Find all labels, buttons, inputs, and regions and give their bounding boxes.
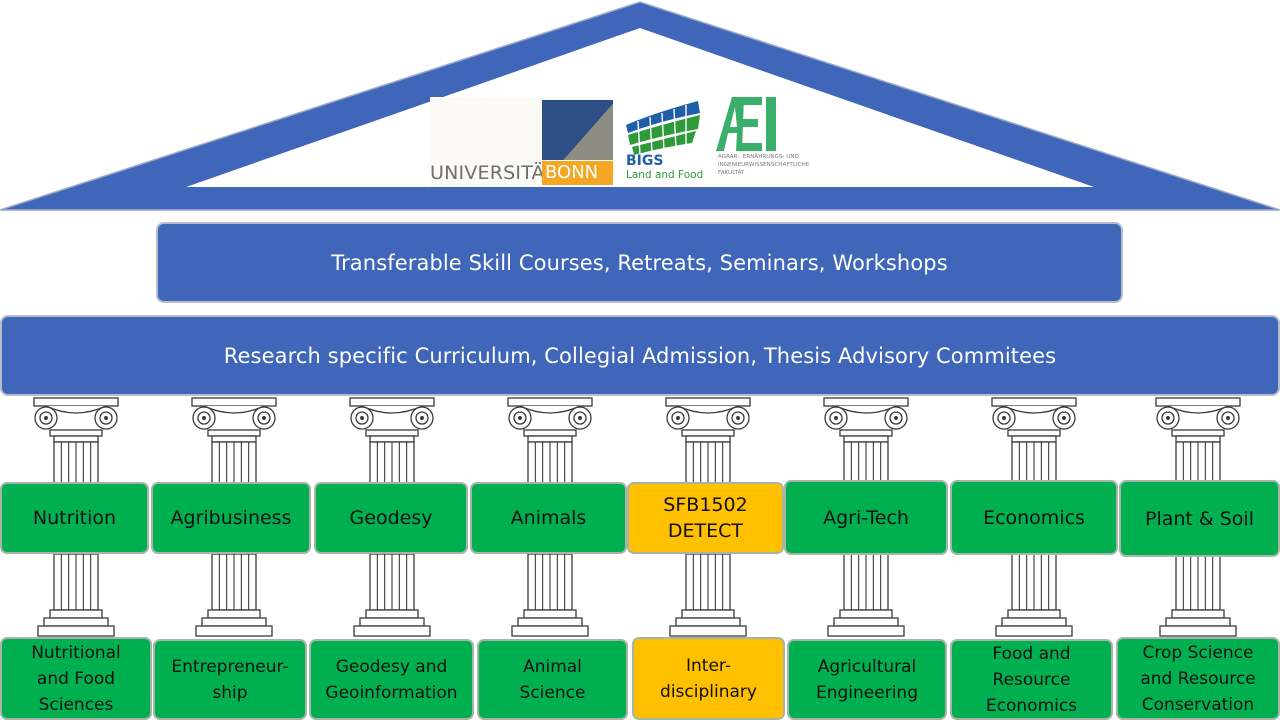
pillar-nutrition: Nutrition [0, 482, 149, 554]
column-4 [507, 397, 593, 637]
program-nutritional-food-sciences: Nutritional and Food Sciences [0, 637, 152, 720]
column-3 [349, 397, 435, 637]
bigs-title: BIGS [626, 153, 664, 169]
pillar-geodesy: Geodesy [314, 482, 468, 554]
pillar-plant-soil: Plant & Soil [1119, 480, 1280, 557]
pillar-agribusiness: Agribusiness [151, 482, 311, 554]
transferable-skills-band: Transferable Skill Courses, Retreats, Se… [156, 222, 1123, 303]
pillar-animals: Animals [470, 482, 627, 554]
column-8 [1155, 397, 1241, 637]
pillar-economics: Economics [950, 480, 1118, 555]
logo-row: UNIVERSITÄT BONN BIGS Land and Food AGRA… [430, 97, 820, 189]
program-entrepreneurship: Entrepreneur- ship [153, 639, 307, 720]
bonn-city-text: BONN [542, 161, 613, 185]
bonn-emblem [542, 100, 613, 160]
program-interdisciplinary: Inter- disciplinary [632, 637, 785, 720]
column-7 [991, 397, 1077, 637]
bonn-university-text: UNIVERSITÄT [430, 162, 556, 184]
pillar-agri-tech: Agri-Tech [784, 480, 948, 555]
bigs-logo: BIGS Land and Food [622, 97, 708, 187]
column-6 [823, 397, 909, 637]
pillar-sfb1502-detect: SFB1502 DETECT [627, 482, 784, 554]
program-food-resource-economics: Food and Resource Economics [950, 639, 1113, 720]
program-agricultural-engineering: Agricultural Engineering [787, 639, 947, 720]
research-curriculum-band: Research specific Curriculum, Collegial … [0, 315, 1280, 396]
program-animal-science: Animal Science [477, 639, 628, 720]
aei-logo: AGRAR-, ERNÄHRUNGS- UND INGENIEURWISSENS… [716, 97, 826, 187]
column-2 [191, 397, 277, 637]
column-5 [665, 397, 751, 637]
program-crop-science-conservation: Crop Science and Resource Conservation [1116, 637, 1280, 720]
column-1 [33, 397, 119, 637]
roof [0, 1, 1280, 211]
aei-subtitle: AGRAR-, ERNÄHRUNGS- UND INGENIEURWISSENS… [718, 154, 810, 176]
program-geodesy-geoinformation: Geodesy and Geoinformation [309, 639, 474, 720]
bigs-subtitle: Land and Food [626, 169, 704, 181]
bigs-grid-icon [626, 101, 700, 155]
aei-monogram-icon [716, 97, 776, 151]
roof-inner [186, 28, 1094, 187]
university-bonn-logo: UNIVERSITÄT BONN [430, 97, 614, 187]
